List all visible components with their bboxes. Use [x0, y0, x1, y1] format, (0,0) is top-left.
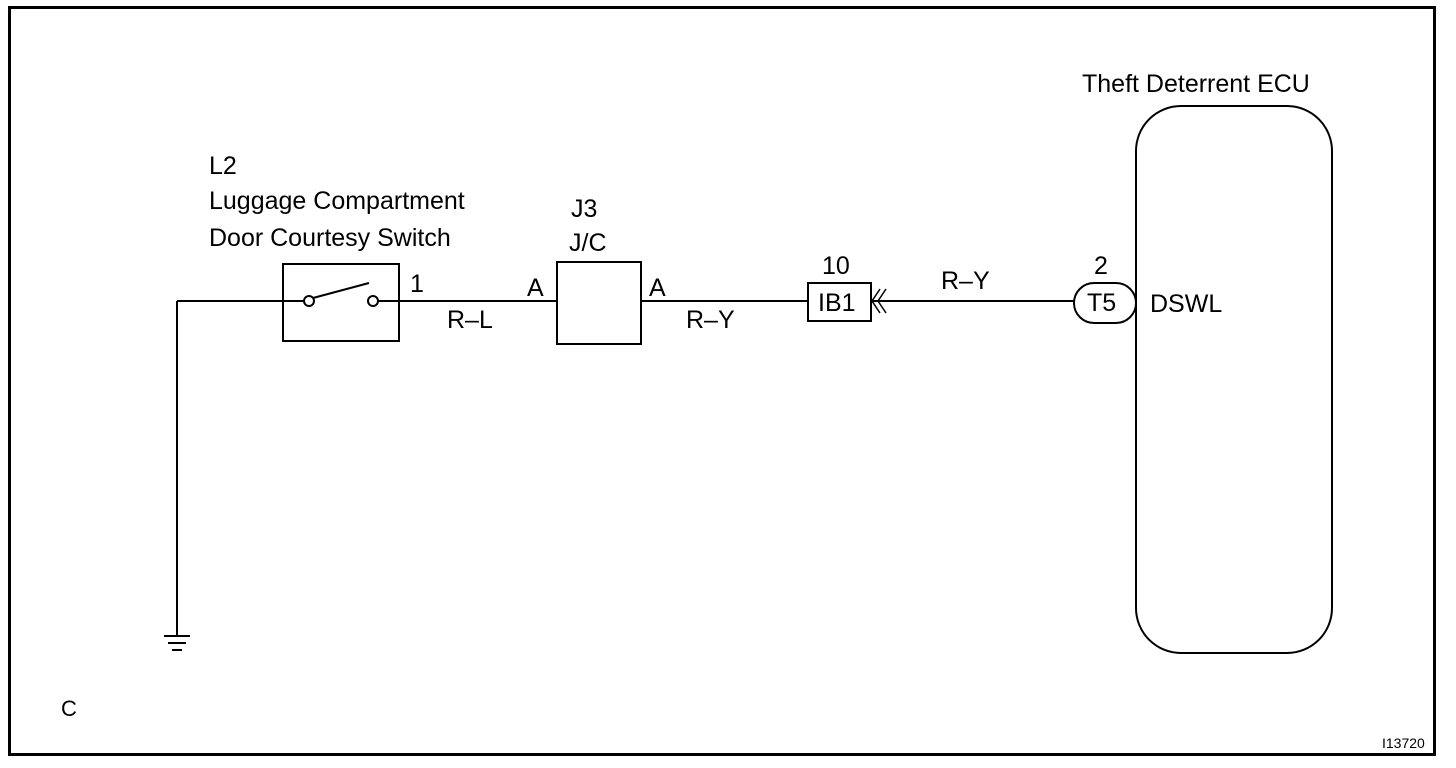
junction-box	[556, 261, 642, 345]
ib1-connector-box	[807, 282, 872, 322]
junction-code: J3	[571, 195, 598, 223]
ib1-connector-label: IB1	[818, 289, 856, 317]
wire-color-jc-to-ib: R–Y	[686, 306, 735, 334]
switch-contact-left	[303, 295, 315, 307]
wire-color-switch-to-jc: R–L	[447, 306, 493, 334]
ecu-body	[1135, 105, 1333, 654]
junction-out-pin: A	[649, 274, 666, 302]
corner-letter: C	[61, 696, 77, 721]
switch-pin-number: 1	[410, 270, 424, 298]
figure-id: I13720	[1382, 735, 1425, 751]
switch-blade	[312, 282, 370, 299]
junction-in-pin: A	[527, 274, 544, 302]
switch-name-line1: Luggage Compartment	[209, 187, 465, 215]
switch-box	[282, 263, 400, 342]
junction-type: J/C	[569, 229, 607, 257]
switch-name-line2: Door Courtesy Switch	[209, 224, 451, 252]
ecu-terminal-label: DSWL	[1150, 290, 1223, 318]
ground-symbol-icon	[164, 635, 190, 651]
switch-code: L2	[209, 152, 237, 180]
ecu-title: Theft Deterrent ECU	[1082, 70, 1310, 98]
t5-pin-number: 2	[1094, 252, 1108, 280]
ib1-pin-number: 10	[822, 252, 850, 280]
switch-contact-right	[367, 295, 379, 307]
t5-connector-label: T5	[1087, 289, 1117, 317]
wire-color-ib-to-ecu: R–Y	[941, 267, 990, 295]
